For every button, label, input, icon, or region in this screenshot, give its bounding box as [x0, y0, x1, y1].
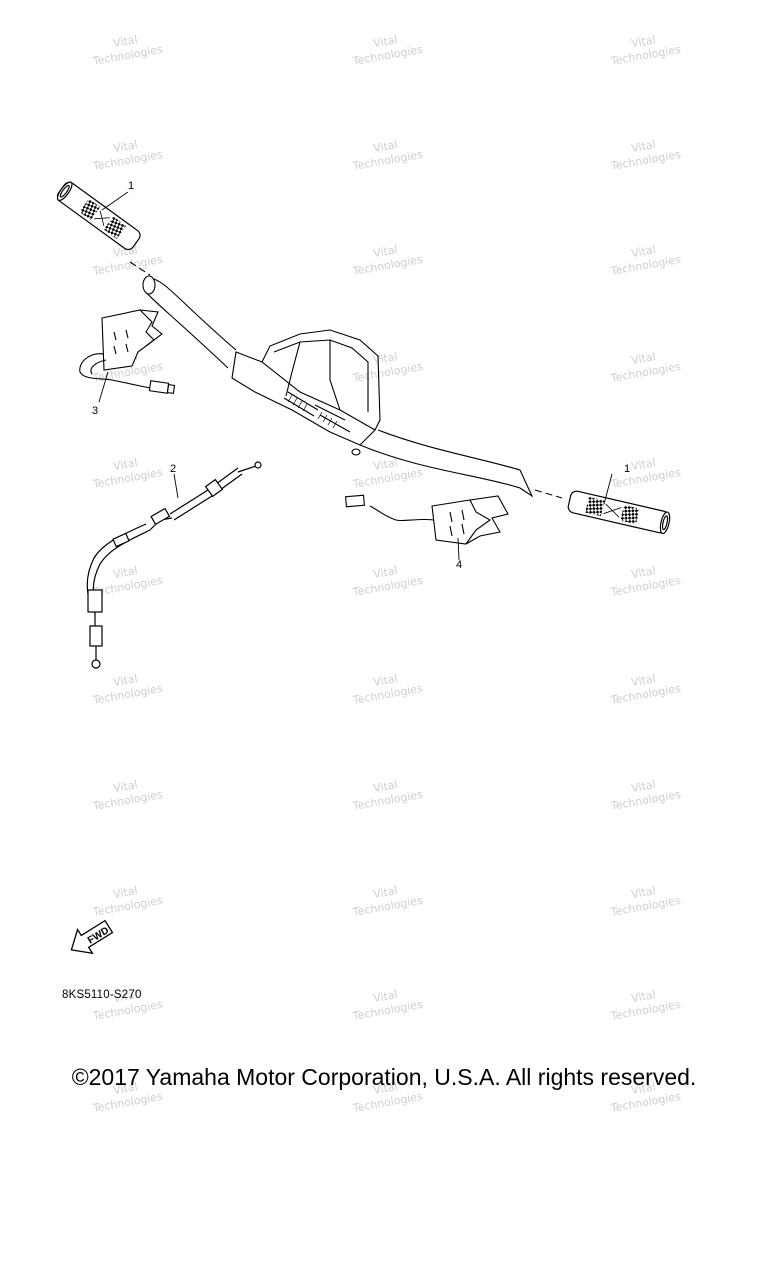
handlebar-grip-left-icon — [56, 181, 141, 251]
watermark-text: VitalTechnologies — [88, 452, 164, 491]
watermark-text: VitalTechnologies — [348, 452, 424, 491]
watermark-text: VitalTechnologies — [348, 346, 424, 385]
throttle-cable-icon — [86, 461, 262, 669]
watermark-text: VitalTechnologies — [606, 774, 682, 813]
callout-heater-left: 3 — [92, 405, 98, 417]
watermark-text: VitalTechnologies — [606, 134, 682, 173]
callout-grip-right: 1 — [624, 463, 630, 475]
watermark-text: VitalTechnologies — [606, 668, 682, 707]
watermark-text: VitalTechnologies — [348, 134, 424, 173]
callout-leaders — [98, 191, 613, 561]
callout-throttle-cable: 2 — [170, 463, 176, 475]
watermark-layer: VitalTechnologiesVitalTechnologiesVitalT… — [88, 29, 682, 1115]
watermark-text: VitalTechnologies — [606, 880, 682, 919]
watermark-text: VitalTechnologies — [88, 29, 164, 68]
callout-heater-right: 4 — [456, 559, 462, 571]
watermark-text: VitalTechnologies — [88, 668, 164, 707]
watermark-text: VitalTechnologies — [88, 774, 164, 813]
watermark-text: VitalTechnologies — [88, 880, 164, 919]
fwd-arrow-icon: FWD — [70, 919, 114, 955]
handlebar-icon — [129, 261, 563, 499]
watermark-text: VitalTechnologies — [348, 774, 424, 813]
grip-heater-right-icon — [345, 494, 509, 545]
watermark-text: VitalTechnologies — [606, 560, 682, 599]
handlebar-grip-right-icon — [567, 490, 671, 535]
watermark-text: VitalTechnologies — [606, 29, 682, 68]
watermark-text: VitalTechnologies — [348, 239, 424, 278]
watermark-text: VitalTechnologies — [606, 452, 682, 491]
watermark-text: VitalTechnologies — [606, 346, 682, 385]
watermark-text: VitalTechnologies — [348, 29, 424, 68]
watermark-text: VitalTechnologies — [348, 668, 424, 707]
part-code: 8KS5110-S270 — [62, 989, 142, 1001]
watermark-text: VitalTechnologies — [606, 984, 682, 1023]
watermark-text: VitalTechnologies — [348, 984, 424, 1023]
watermark-text: VitalTechnologies — [606, 239, 682, 278]
copyright-notice: ©2017 Yamaha Motor Corporation, U.S.A. A… — [71, 1064, 697, 1090]
watermark-text: VitalTechnologies — [348, 560, 424, 599]
watermark-text: VitalTechnologies — [88, 134, 164, 173]
callout-grip-left: 1 — [128, 180, 134, 192]
watermark-text: VitalTechnologies — [348, 880, 424, 919]
grip-heater-left-icon — [79, 309, 176, 394]
